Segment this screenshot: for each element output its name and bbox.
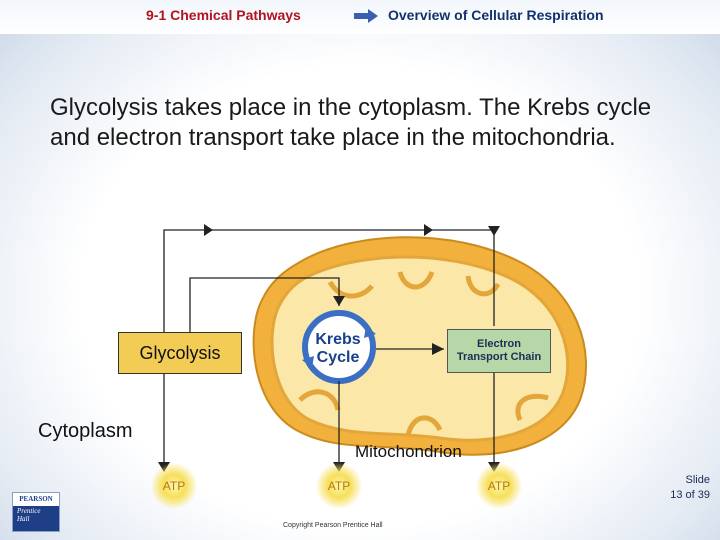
- slide-number-line1: Slide: [685, 474, 710, 486]
- krebs-cycle-label: Krebs Cycle: [304, 331, 372, 367]
- atp-glow-etc: ATP: [476, 463, 522, 509]
- logo-pearson-text: PEARSON: [13, 493, 59, 506]
- krebs-label-line2: Cycle: [316, 349, 360, 366]
- slide-number: Slide 13 of 39: [670, 473, 710, 503]
- slide-number-line2: 13 of 39: [670, 489, 710, 501]
- etc-label-line1: Electron: [476, 338, 521, 350]
- mitochondrion-label: Mitochondrion: [355, 442, 462, 461]
- etc-label-line2: Transport Chain: [456, 351, 542, 363]
- electron-transport-chain-box: Electron Transport Chain: [447, 329, 551, 373]
- krebs-label-line1: Krebs: [315, 331, 361, 348]
- arrowhead-top-mid: [204, 224, 213, 236]
- main-statement: Glycolysis takes place in the cytoplasm.…: [50, 94, 652, 151]
- header-arrow-icon: [354, 9, 378, 23]
- logo-prentice-hall: Prentice Hall: [17, 507, 40, 523]
- logo-line2: Hall: [17, 515, 30, 523]
- top-outer-line: [163, 229, 495, 372]
- glycolysis-box: Glycolysis: [118, 332, 242, 374]
- cytoplasm-label: Cytoplasm: [38, 420, 133, 442]
- atp-glow-krebs: ATP: [316, 463, 362, 509]
- cristae: [327, 280, 374, 299]
- copyright-notice: Copyright Pearson Prentice Hall: [283, 522, 383, 529]
- section-title: 9-1 Chemical Pathways: [146, 7, 301, 23]
- atp-glow-cytoplasm: ATP: [151, 463, 197, 509]
- logo-line1: Prentice: [17, 507, 41, 515]
- slide-title: Overview of Cellular Respiration: [388, 7, 604, 23]
- top-inner-line: [189, 277, 340, 332]
- pearson-logo: PEARSON Prentice Hall: [12, 492, 60, 532]
